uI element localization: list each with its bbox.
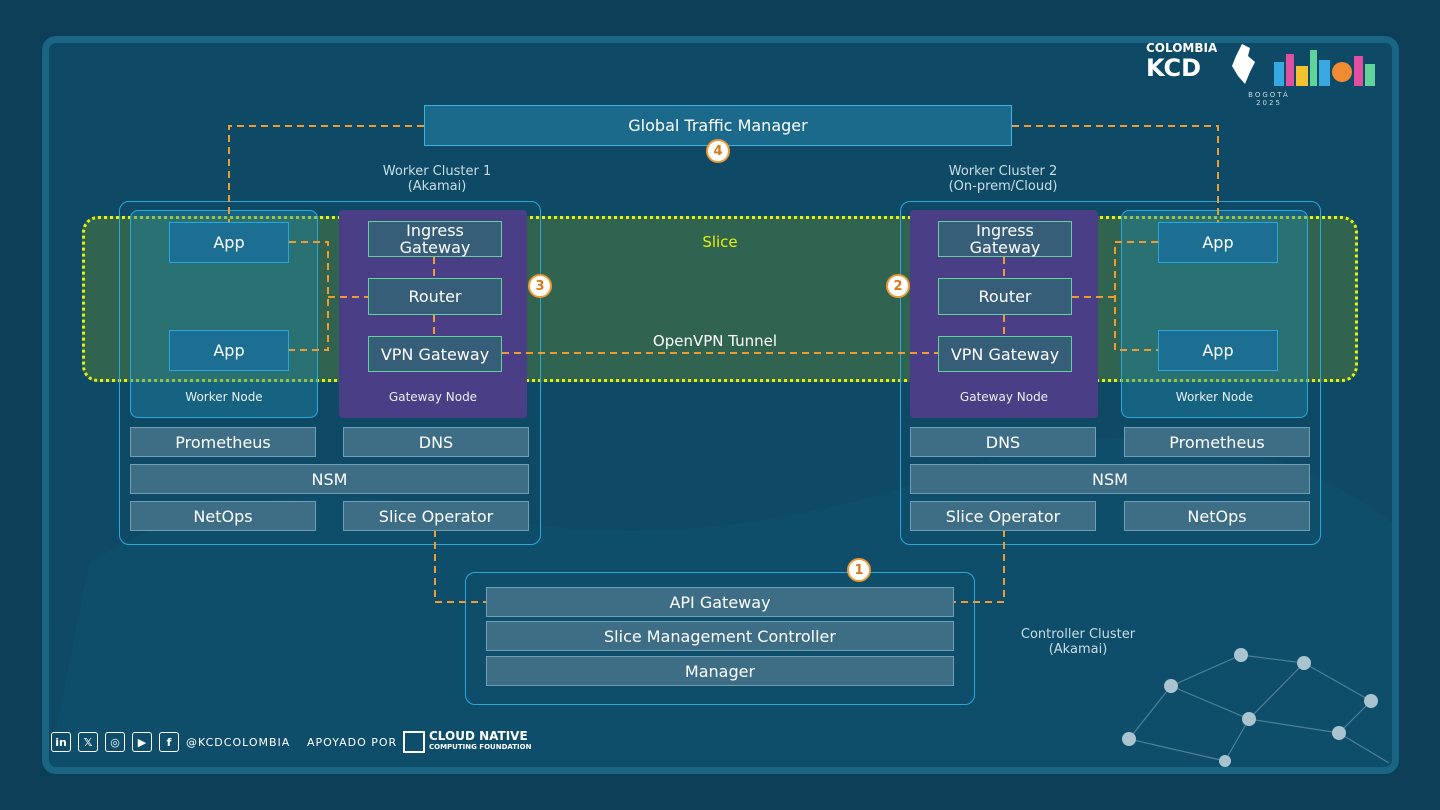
dns-box: DNS bbox=[343, 427, 529, 457]
slice-label: Slice bbox=[702, 233, 738, 251]
x-icon[interactable]: 𝕏 bbox=[78, 732, 98, 752]
worker-node-label: Worker Node bbox=[1175, 390, 1254, 404]
prometheus-box: Prometheus bbox=[130, 427, 316, 457]
app-box: App bbox=[169, 222, 289, 263]
dns-box: DNS bbox=[910, 427, 1096, 457]
social-handle: @KCDCOLOMBIA bbox=[186, 736, 291, 749]
vpn-gateway-2: VPN Gateway bbox=[938, 336, 1072, 372]
linkedin-icon[interactable]: in bbox=[51, 732, 71, 752]
netops-box: NetOps bbox=[1124, 501, 1310, 531]
worker-cluster-1 bbox=[119, 201, 541, 545]
step-badge-4: 4 bbox=[706, 139, 730, 163]
nsm-box: NSM bbox=[910, 464, 1310, 494]
openvpn-tunnel-label: OpenVPN Tunnel bbox=[652, 332, 778, 350]
step-badge-2: 2 bbox=[886, 274, 910, 298]
instagram-icon[interactable]: ◎ bbox=[105, 732, 125, 752]
ingress-gateway-2: Ingress Gateway bbox=[938, 221, 1072, 257]
colombia-map-icon bbox=[1232, 44, 1255, 84]
worker-node-label: Worker Node bbox=[185, 390, 263, 404]
kcd-colombia-logo: COLOMBIA KCD bbox=[1146, 41, 1218, 82]
manager-box: Manager bbox=[486, 656, 954, 686]
netops-box: NetOps bbox=[130, 501, 316, 531]
app-box: App bbox=[169, 330, 289, 371]
cncf-logo-text: CLOUD NATIVE COMPUTING FOUNDATION bbox=[429, 729, 532, 752]
facebook-icon[interactable]: f bbox=[159, 732, 179, 752]
slice-management-controller-box: Slice Management Controller bbox=[486, 621, 954, 651]
slice-area bbox=[82, 216, 1358, 382]
cncf-logo-icon bbox=[403, 731, 425, 753]
controller-cluster bbox=[465, 572, 975, 705]
router-2: Router bbox=[938, 278, 1072, 315]
slice-operator-box: Slice Operator bbox=[343, 501, 529, 531]
slice-operator-box: Slice Operator bbox=[910, 501, 1096, 531]
youtube-icon[interactable]: ▶ bbox=[132, 732, 152, 752]
app-box: App bbox=[1158, 330, 1278, 371]
app-box: App bbox=[1158, 222, 1278, 263]
controller-cluster-title: Controller Cluster(Akamai) bbox=[1020, 627, 1136, 657]
step-badge-1: 1 bbox=[847, 558, 871, 582]
router-1: Router bbox=[368, 278, 502, 315]
worker-cluster-2 bbox=[900, 201, 1321, 545]
supported-by-label: APOYADO POR bbox=[307, 736, 398, 749]
kcd-subtitle: BOGOTÁ 2025 bbox=[1248, 91, 1290, 107]
nsm-box: NSM bbox=[130, 464, 529, 494]
worker-cluster-2-title: Worker Cluster 2(On-prem/Cloud) bbox=[948, 164, 1058, 194]
ingress-gateway-1: Ingress Gateway bbox=[368, 221, 502, 257]
vpn-gateway-1: VPN Gateway bbox=[368, 336, 502, 372]
prometheus-box: Prometheus bbox=[1124, 427, 1310, 457]
step-badge-3: 3 bbox=[528, 274, 552, 298]
worker-cluster-1-title: Worker Cluster 1(Akamai) bbox=[382, 164, 492, 194]
gateway-node-label: Gateway Node bbox=[959, 390, 1049, 404]
api-gateway-box: API Gateway bbox=[486, 587, 954, 617]
bogota-skyline-logo bbox=[1266, 40, 1380, 86]
gateway-node-label: Gateway Node bbox=[388, 390, 478, 404]
